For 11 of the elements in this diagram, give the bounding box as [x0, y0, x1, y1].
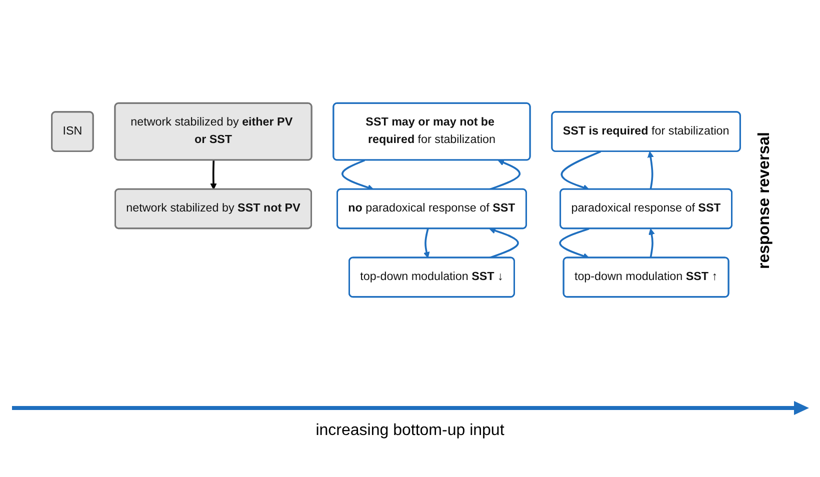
arrow — [210, 160, 217, 190]
arrow — [423, 228, 430, 258]
arrow — [342, 159, 374, 191]
arrow — [559, 228, 590, 260]
axis-label: increasing bottom-up input — [316, 422, 504, 440]
arrow — [648, 228, 655, 258]
vertical-label: response reversal — [756, 132, 774, 268]
arrow — [489, 228, 519, 259]
arrow — [647, 151, 654, 190]
arrow — [560, 150, 602, 191]
arrow — [489, 160, 520, 190]
